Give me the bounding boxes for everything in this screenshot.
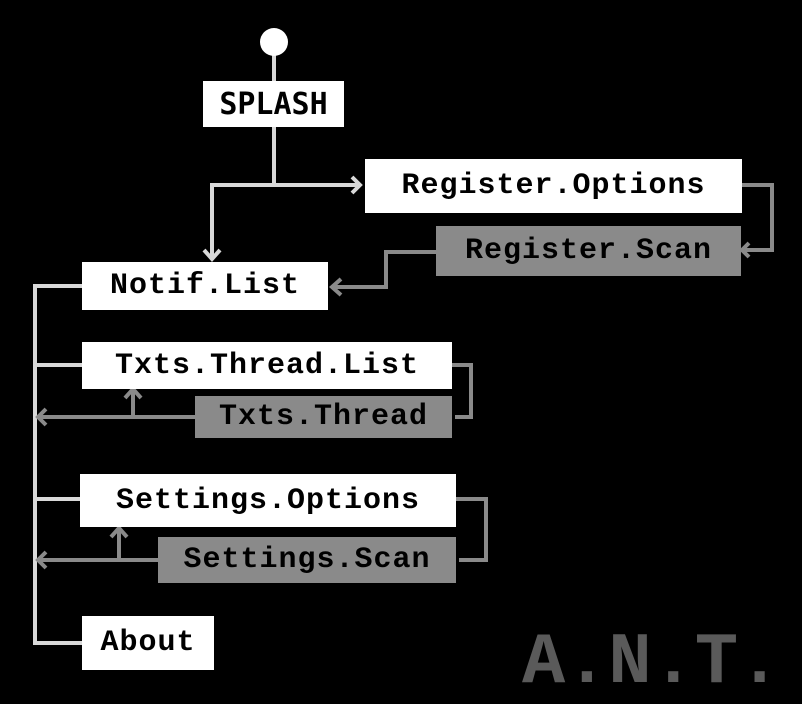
start-node [260,28,288,56]
node-settings-options: Settings.Options [80,474,456,527]
node-txts-thread-list: Txts.Thread.List [82,342,452,389]
node-notif-list: Notif.List [82,262,328,310]
primary-connectors [33,55,363,645]
secondary-connectors [35,183,774,570]
node-register-scan: Register.Scan [436,226,741,276]
ant-logo: A.N.T. [522,622,782,704]
node-txts-thread: Txts.Thread [195,396,452,438]
node-about: About [82,616,214,670]
node-register-options: Register.Options [365,159,742,213]
node-splash: SPLASH [203,81,344,127]
node-settings-scan: Settings.Scan [158,537,456,583]
